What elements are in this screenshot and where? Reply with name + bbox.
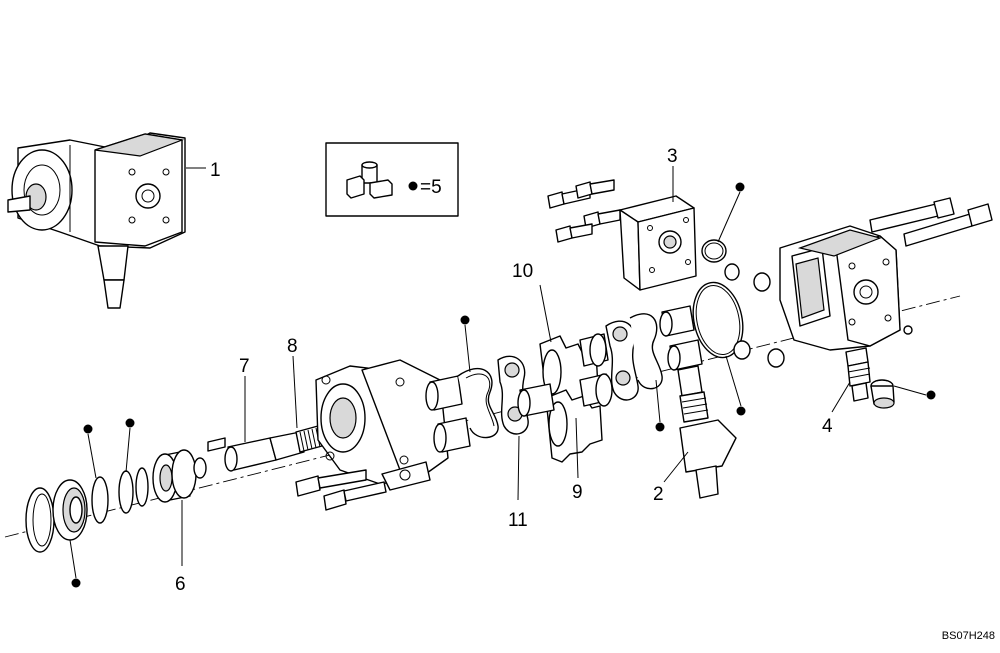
dot-leader-5 xyxy=(655,379,661,423)
seal-dot-7 xyxy=(735,182,745,192)
driven-gear xyxy=(517,373,613,463)
leader-line-11 xyxy=(517,435,520,501)
seal-dot-icon xyxy=(408,181,418,191)
leader-line-4 xyxy=(831,381,851,413)
o-ring-left-1 xyxy=(91,476,109,524)
bushings-front xyxy=(425,375,471,453)
dowel-pin xyxy=(733,340,751,360)
leader-line-2 xyxy=(663,451,689,483)
seal-dot-3 xyxy=(71,578,81,588)
dot-leader-6 xyxy=(725,355,742,407)
leader-line-8 xyxy=(292,355,298,429)
washer-left xyxy=(135,467,149,507)
plug-screw xyxy=(903,325,913,335)
rear-long-bolts xyxy=(869,197,993,247)
drive-shaft xyxy=(193,431,305,479)
relief-valve xyxy=(677,365,737,499)
port-fitting xyxy=(845,347,871,402)
seal-dot-4 xyxy=(460,315,470,325)
seal-dot-8 xyxy=(926,390,936,400)
legend-box: =5 xyxy=(325,142,459,217)
rear-seal xyxy=(629,313,663,390)
rear-housing xyxy=(779,225,901,351)
bearing xyxy=(152,449,197,503)
callout-7: 7 xyxy=(239,356,250,377)
rear-bushings xyxy=(659,305,703,371)
assembled-pump xyxy=(7,132,186,309)
wear-plate-seal xyxy=(457,367,499,439)
o-ring-left-2 xyxy=(118,470,134,514)
valve-block xyxy=(619,195,697,291)
leader-line-9 xyxy=(575,417,579,479)
seal-kit-icon xyxy=(346,161,393,199)
leader-line-10 xyxy=(539,284,552,343)
callout-9: 9 xyxy=(572,482,583,503)
callout-6: 6 xyxy=(175,574,186,595)
seal-dot-6 xyxy=(736,406,746,416)
callout-3: 3 xyxy=(667,146,678,167)
callout-2: 2 xyxy=(653,484,664,505)
retaining-ring xyxy=(25,487,55,553)
rear-pin-1 xyxy=(753,272,771,292)
callout-10: 10 xyxy=(512,261,533,282)
rear-pin-2 xyxy=(767,348,785,368)
seal-dot-5 xyxy=(655,422,665,432)
callout-11: 11 xyxy=(508,510,528,531)
block-pin xyxy=(724,263,740,281)
front-flange-housing xyxy=(315,359,449,491)
dot-leader-4 xyxy=(464,324,471,373)
callout-8: 8 xyxy=(287,336,298,357)
seal-dot-1 xyxy=(83,424,93,434)
callout-1: 1 xyxy=(210,160,221,181)
dot-leader-8 xyxy=(893,385,927,396)
callout-4: 4 xyxy=(822,416,833,437)
cover-bolts xyxy=(547,179,621,243)
shaft-seal xyxy=(52,479,88,541)
housing-bolts-lower xyxy=(295,469,387,511)
dot-leader-1 xyxy=(87,433,97,479)
dot-leader-3 xyxy=(69,539,77,579)
seal-dot-2 xyxy=(125,418,135,428)
large-o-ring xyxy=(692,281,744,359)
port-cap xyxy=(870,379,895,409)
dot-leader-2 xyxy=(125,427,131,473)
dot-leader-7 xyxy=(717,191,741,243)
rear-thrust-plate xyxy=(605,320,639,401)
drawing-reference: BS07H248 xyxy=(942,630,995,642)
legend-text: =5 xyxy=(420,177,442,198)
